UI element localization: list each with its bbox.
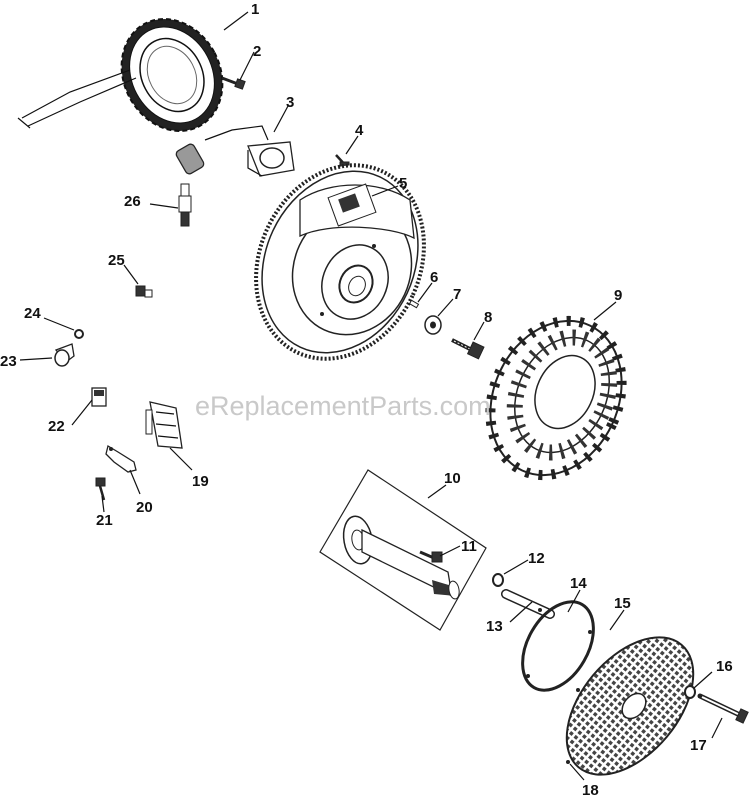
cooling-fan-part[interactable] bbox=[466, 299, 646, 496]
grass-screen-part[interactable] bbox=[542, 614, 718, 798]
regulator-part[interactable] bbox=[145, 401, 183, 449]
gasket-part[interactable] bbox=[508, 589, 608, 702]
spark-plug-part[interactable] bbox=[178, 183, 192, 227]
callout-23: 23 bbox=[0, 353, 17, 370]
callout-25: 25 bbox=[108, 252, 125, 269]
callout-24: 24 bbox=[24, 305, 41, 322]
clip-part[interactable] bbox=[135, 285, 153, 298]
callout-3: 3 bbox=[286, 94, 294, 111]
flywheel-part[interactable] bbox=[225, 138, 455, 387]
callout-9: 9 bbox=[614, 287, 622, 304]
callout-26: 26 bbox=[124, 193, 141, 210]
callout-12: 12 bbox=[528, 550, 545, 567]
washer-small-part[interactable] bbox=[684, 685, 696, 699]
shaft-assembly-part[interactable] bbox=[319, 469, 487, 631]
callout-19: 19 bbox=[192, 473, 209, 490]
shaft-washer-part[interactable] bbox=[492, 573, 504, 587]
callout-2: 2 bbox=[253, 43, 261, 60]
bolt-part[interactable] bbox=[419, 550, 443, 563]
small-pin-part[interactable] bbox=[566, 760, 570, 764]
ignition-module-part[interactable] bbox=[175, 125, 295, 177]
stator-screw-part[interactable] bbox=[221, 76, 246, 90]
nut-part[interactable] bbox=[74, 329, 84, 339]
stator-part[interactable] bbox=[17, 1, 242, 148]
callout-18: 18 bbox=[582, 782, 599, 799]
callout-1: 1 bbox=[251, 1, 259, 18]
callout-20: 20 bbox=[136, 499, 153, 516]
flywheel-screw-part[interactable] bbox=[451, 338, 485, 360]
callout-10: 10 bbox=[444, 470, 461, 487]
callout-4: 4 bbox=[355, 122, 364, 139]
ground-strap-part[interactable] bbox=[105, 444, 137, 473]
callout-13: 13 bbox=[486, 618, 503, 635]
callout-17: 17 bbox=[690, 737, 707, 754]
washer-part[interactable] bbox=[424, 315, 442, 335]
pin-part[interactable] bbox=[501, 589, 555, 619]
callout-22: 22 bbox=[48, 418, 65, 435]
watermark-text: eReplacementParts.com bbox=[195, 391, 491, 421]
callout-5: 5 bbox=[399, 175, 407, 192]
rectifier-part[interactable] bbox=[91, 387, 107, 407]
callout-15: 15 bbox=[614, 595, 631, 612]
callout-6: 6 bbox=[430, 269, 438, 286]
screw-long-part[interactable] bbox=[697, 693, 749, 724]
leader-lines bbox=[19, 11, 723, 781]
callout-8: 8 bbox=[484, 309, 492, 326]
callout-16: 16 bbox=[716, 658, 733, 675]
callout-11: 11 bbox=[461, 538, 477, 555]
bracket-part[interactable] bbox=[54, 343, 75, 367]
callout-21: 21 bbox=[96, 512, 113, 529]
key-part[interactable] bbox=[408, 299, 420, 309]
callout-14: 14 bbox=[570, 575, 587, 592]
callout-7: 7 bbox=[453, 286, 461, 303]
strap-screw-part[interactable] bbox=[95, 477, 106, 501]
